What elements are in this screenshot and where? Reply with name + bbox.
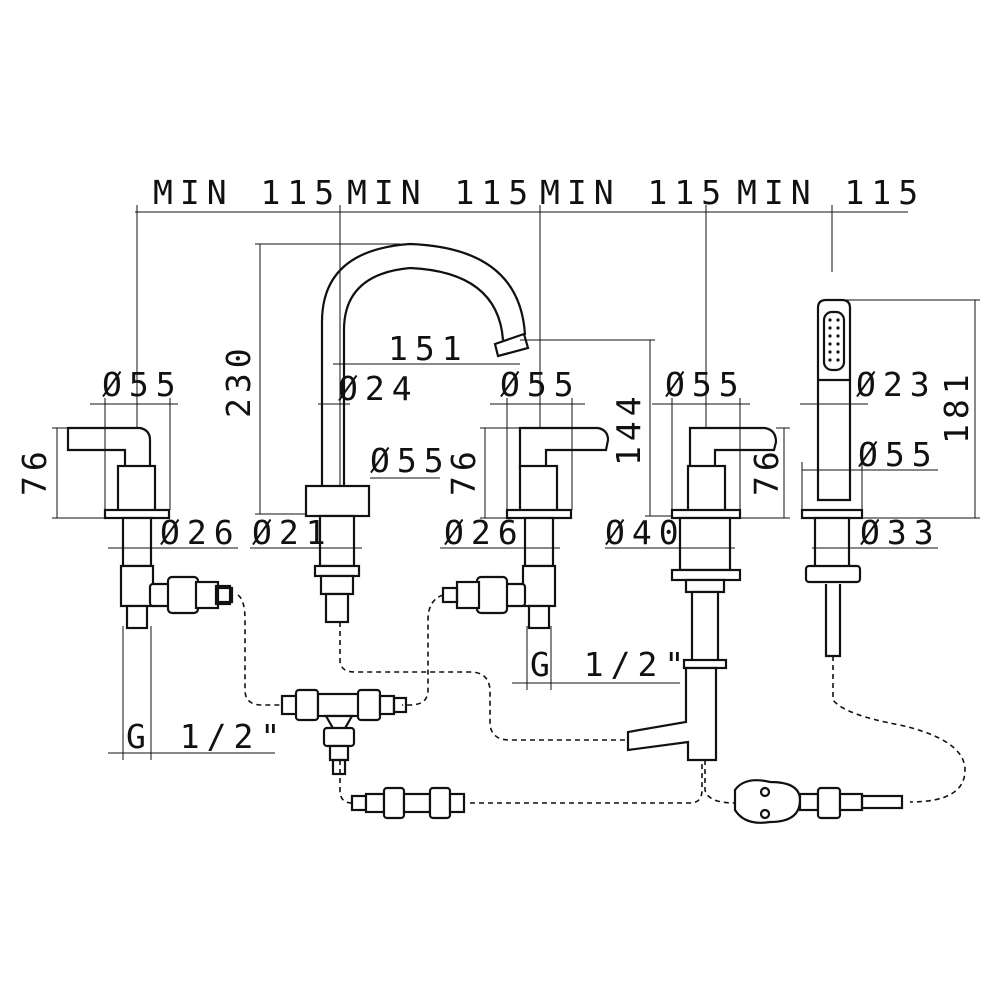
spout-height: 230 (219, 343, 258, 418)
spout-diameter-pipe: Ø24 (338, 369, 419, 408)
hand-shower-diameter-base: Ø55 (858, 435, 939, 474)
diverter-valve (626, 426, 778, 762)
middle-handle-thread: G 1/2" (530, 645, 691, 684)
left-handle-height: 76 (15, 446, 54, 496)
left-handle-diameter-stem: Ø26 (160, 513, 241, 552)
min-spacing-1: MIN 115 (153, 173, 341, 212)
spout-reach: 151 (388, 329, 469, 368)
hoses (237, 594, 966, 804)
middle-handle-diameter-stem: Ø26 (444, 513, 525, 552)
hose-check-valve (733, 779, 904, 824)
left-handle-diameter-top: Ø55 (102, 365, 183, 404)
t-connector (280, 688, 408, 776)
middle-handle-diameter-top: Ø55 (500, 365, 581, 404)
diverter-diameter-stem: Ø40 (605, 513, 686, 552)
shower-nozzles (828, 318, 840, 362)
left-handle-valve (66, 426, 234, 630)
middle-handle-dimensions: Ø55 76 Ø26 G 1/2" (440, 365, 691, 690)
hand-shower-dimensions: 181 Ø23 Ø55 Ø33 (800, 299, 980, 552)
diverter-spout-height: 144 (609, 391, 648, 466)
min-spacing-2: MIN 115 (347, 173, 535, 212)
spout (304, 242, 530, 624)
hand-shower-diameter-handle: Ø23 (856, 365, 937, 404)
left-handle-dimensions: Ø55 76 Ø26 G 1/2" (15, 365, 287, 760)
middle-handle-height: 76 (444, 446, 483, 496)
spacing-dimension-chain: MIN 115 MIN 115 MIN 115 MIN 115 (135, 173, 925, 580)
left-handle-thread: G 1/2" (126, 717, 287, 756)
middle-handle-valve (441, 426, 610, 630)
hand-shower (800, 298, 864, 658)
min-spacing-3: MIN 115 (540, 173, 728, 212)
spout-diameter-base: Ø55 (370, 441, 451, 480)
bottom-connector (350, 786, 466, 820)
hand-shower-diameter-stem: Ø33 (860, 513, 941, 552)
spout-diameter-stem: Ø21 (252, 513, 333, 552)
diverter-height: 76 (747, 446, 786, 496)
hand-shower-height: 181 (937, 369, 976, 444)
spout-dimensions: 230 151 Ø24 Ø55 Ø21 (219, 243, 655, 552)
diverter-diameter-top: Ø55 (665, 365, 746, 404)
min-spacing-4: MIN 115 (737, 173, 925, 212)
diverter-dimensions: Ø55 144 76 Ø40 (605, 340, 790, 552)
